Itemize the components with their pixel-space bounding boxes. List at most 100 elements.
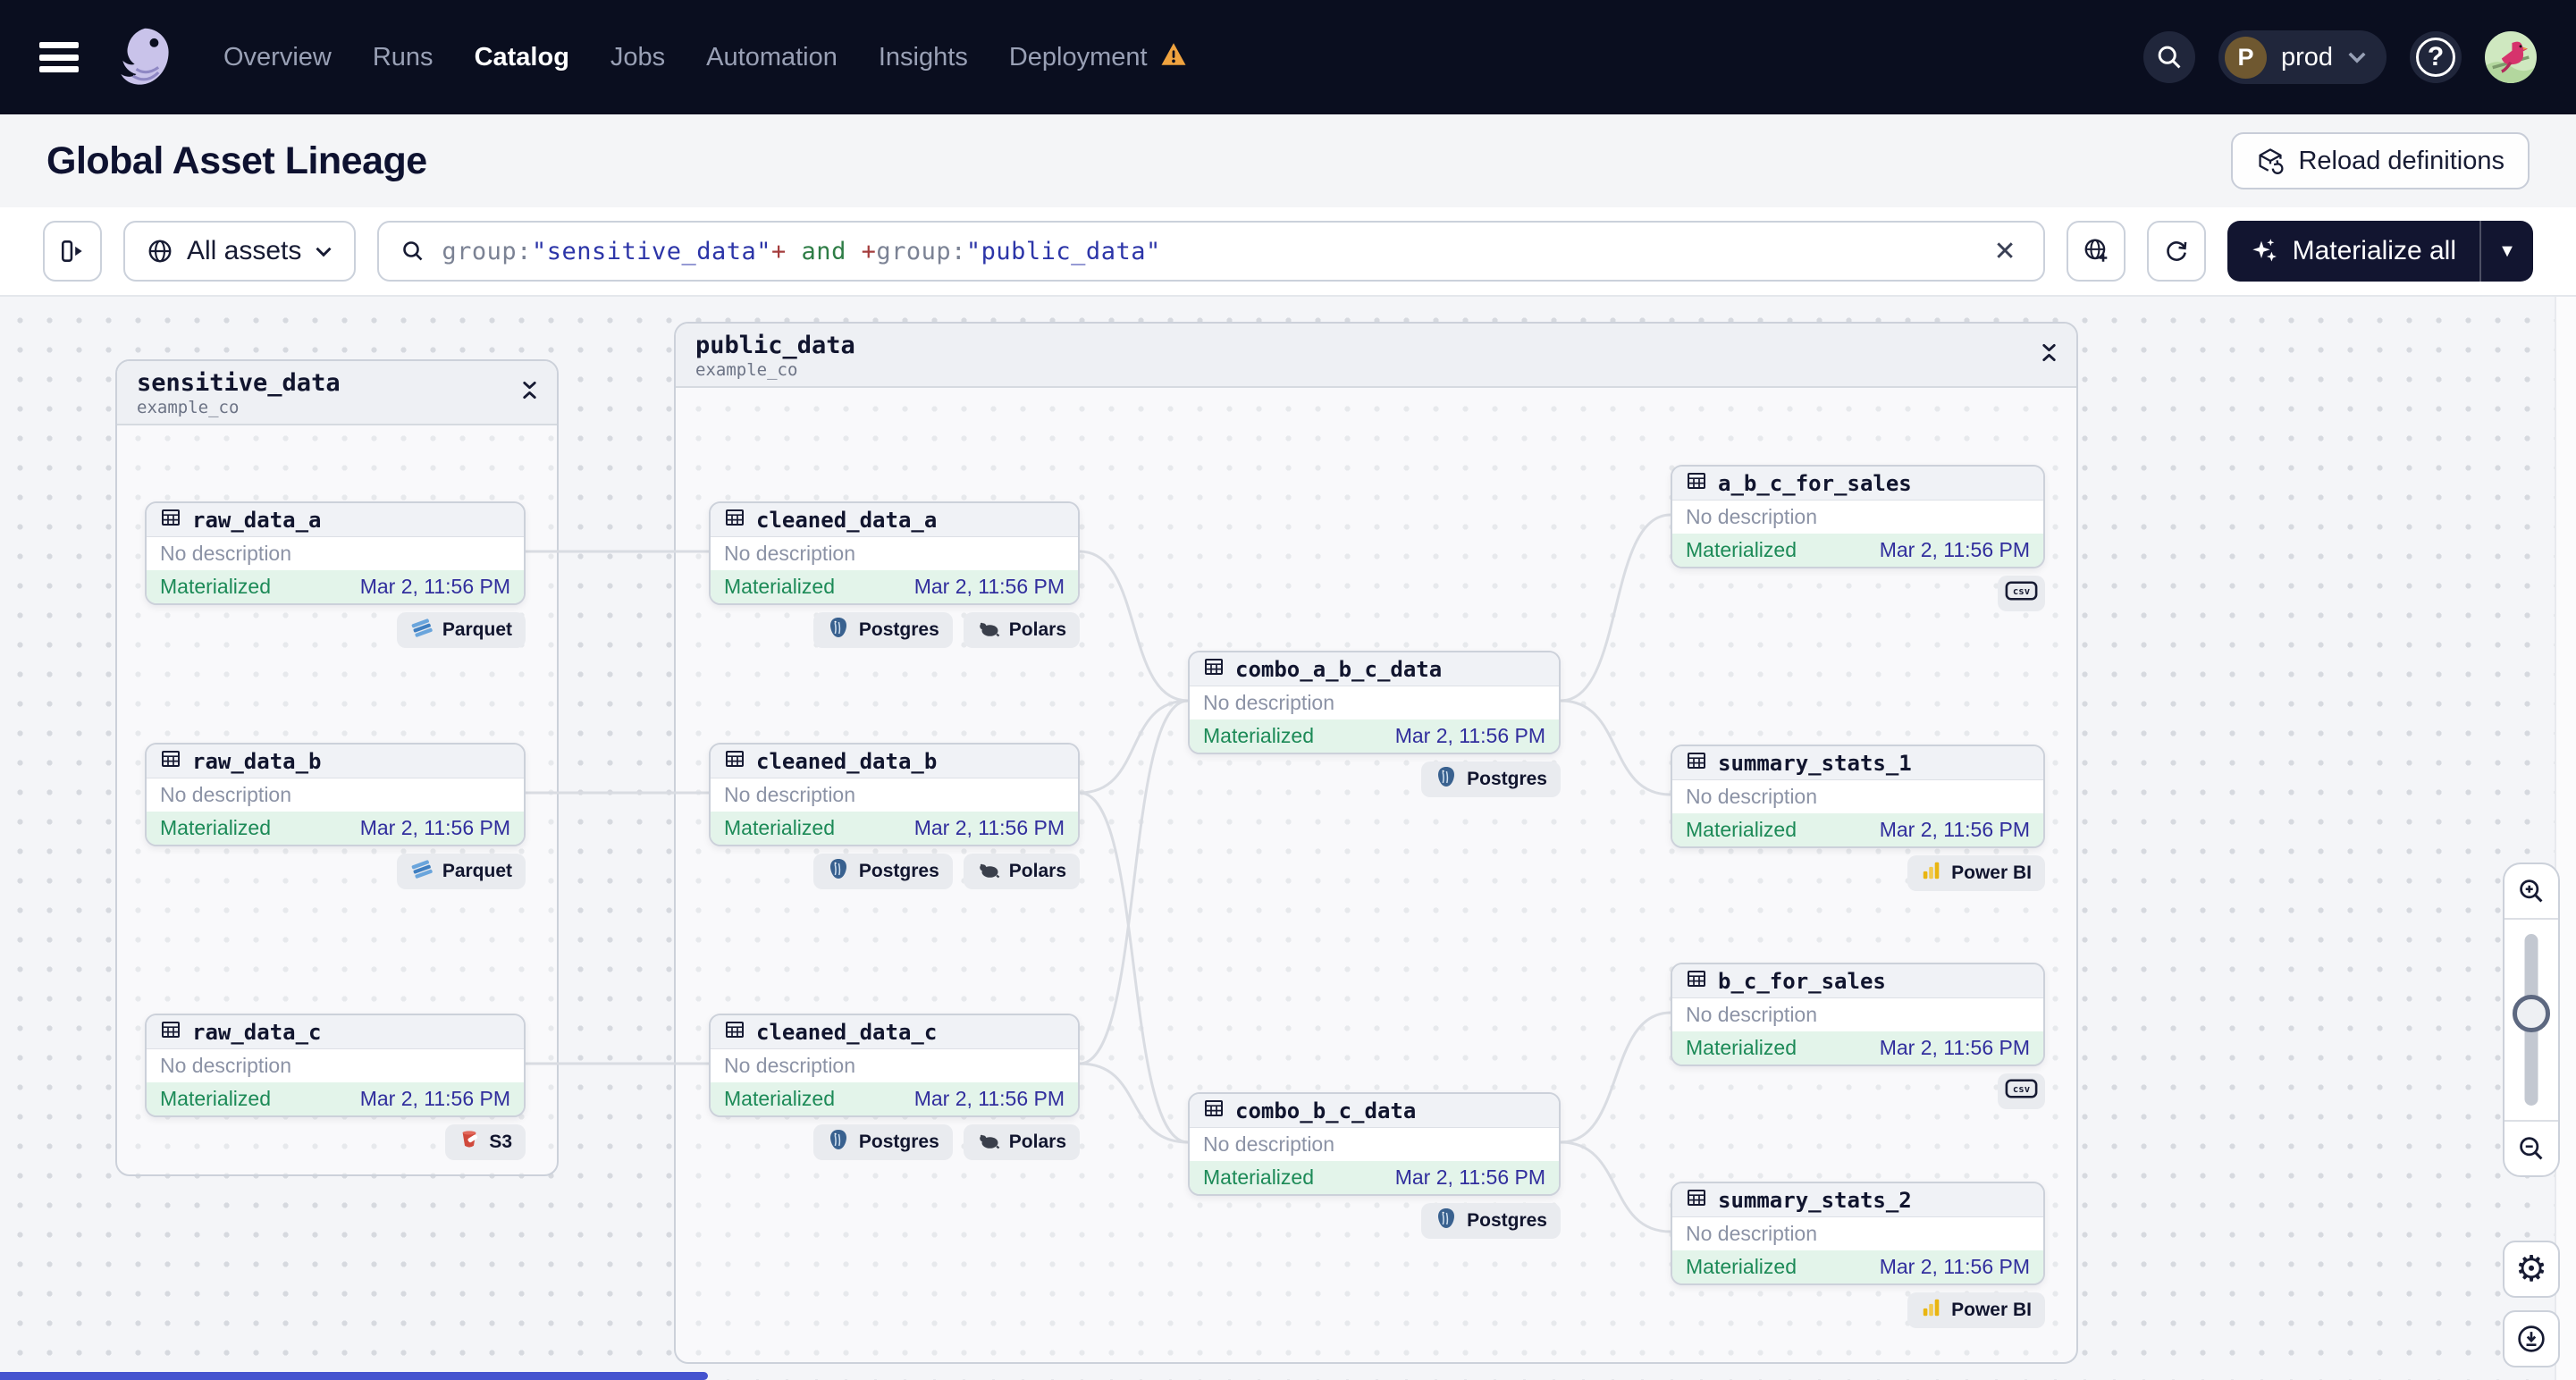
nav-item-jobs[interactable]: Jobs xyxy=(610,43,665,72)
zoom-in-button[interactable] xyxy=(2504,864,2558,918)
horizontal-scrollbar-thumb[interactable] xyxy=(0,1372,708,1380)
kind-badge-parquet[interactable]: Parquet xyxy=(396,854,526,889)
download-image-button[interactable] xyxy=(2503,1310,2560,1367)
nav-item-automation[interactable]: Automation xyxy=(706,43,838,72)
materialize-all-button[interactable]: Materialize all ▼ xyxy=(2227,221,2533,282)
create-catalog-view-button[interactable] xyxy=(2066,221,2126,282)
environment-switcher[interactable]: P prod xyxy=(2218,30,2387,84)
asset-node-header[interactable]: cleaned_data_b xyxy=(711,745,1078,778)
asset-description: No description xyxy=(724,1054,856,1077)
kind-badge-parquet[interactable]: Parquet xyxy=(396,612,526,648)
kind-badge-csv[interactable]: csv xyxy=(1998,1073,2045,1109)
materialize-all-main[interactable]: Materialize all xyxy=(2227,221,2479,282)
kind-badge-power-bi[interactable]: Power BI xyxy=(1907,1292,2045,1328)
warning-icon xyxy=(1160,42,1187,73)
page-title: Global Asset Lineage xyxy=(46,139,427,182)
status-badge: Materialized xyxy=(1686,1255,1797,1278)
kind-badge-postgres[interactable]: Postgres xyxy=(1421,762,1561,797)
kind-badge-postgres[interactable]: Postgres xyxy=(812,854,953,889)
nav-item-deployment[interactable]: Deployment xyxy=(1009,42,1187,73)
kind-badge-postgres[interactable]: Postgres xyxy=(812,612,953,648)
reload-definitions-button[interactable]: Reload definitions xyxy=(2231,132,2530,189)
help-button[interactable]: ? xyxy=(2410,31,2462,83)
asset-description: No description xyxy=(160,783,292,806)
collapse-group-icon[interactable] xyxy=(520,379,539,406)
zoom-slider[interactable] xyxy=(2504,920,2558,1120)
asset-node-header[interactable]: cleaned_data_c xyxy=(711,1015,1078,1049)
table-icon xyxy=(1686,470,1707,496)
clear-query-icon[interactable]: ✕ xyxy=(1993,236,2016,266)
asset-node-header[interactable]: raw_data_c xyxy=(147,1015,524,1049)
user-avatar[interactable] xyxy=(2485,31,2537,83)
collapse-group-icon[interactable] xyxy=(2040,341,2058,368)
zoom-out-button[interactable] xyxy=(2504,1122,2558,1175)
kind-badge-power-bi[interactable]: Power BI xyxy=(1907,855,2045,891)
nav-item-overview[interactable]: Overview xyxy=(223,43,332,72)
asset-node-header[interactable]: summary_stats_2 xyxy=(1672,1183,2043,1217)
kind-badge-s3[interactable]: S3 xyxy=(445,1124,526,1160)
materialization-timestamp: Mar 2, 11:56 PM xyxy=(1879,818,2030,841)
kind-badge-polars[interactable]: Polars xyxy=(963,1124,1080,1160)
asset-node-header[interactable]: combo_b_c_data xyxy=(1190,1094,1559,1128)
asset-node-header[interactable]: summary_stats_1 xyxy=(1672,746,2043,780)
dagster-logo-icon[interactable] xyxy=(111,23,179,91)
asset-node-header[interactable]: b_c_for_sales xyxy=(1672,964,2043,998)
nav-item-insights[interactable]: Insights xyxy=(879,43,968,72)
nav-item-runs[interactable]: Runs xyxy=(373,43,434,72)
asset-node-header[interactable]: a_b_c_for_sales xyxy=(1672,467,2043,501)
download-icon xyxy=(2518,1325,2545,1352)
status-badge: Materialized xyxy=(1686,538,1797,561)
asset-selection-input[interactable]: group:"sensitive_data"+ and +group:"publ… xyxy=(377,221,2045,282)
nav-item-catalog[interactable]: Catalog xyxy=(475,43,569,72)
svg-text:csv: csv xyxy=(2013,1083,2030,1095)
asset-node-header[interactable]: raw_data_b xyxy=(147,745,524,778)
open-side-panel-button[interactable] xyxy=(43,221,102,282)
nav-item-label: Automation xyxy=(706,42,838,72)
kind-badge-polars[interactable]: Polars xyxy=(963,854,1080,889)
kind-badge-csv[interactable]: csv xyxy=(1998,576,2045,611)
asset-node-header[interactable]: cleaned_data_a xyxy=(711,503,1078,537)
group-title: public_data xyxy=(695,332,855,359)
asset-node-header[interactable]: combo_a_b_c_data xyxy=(1190,652,1559,686)
zoom-slider-handle[interactable] xyxy=(2513,995,2550,1033)
nav-item-label: Insights xyxy=(878,42,968,72)
kind-badge-postgres[interactable]: Postgres xyxy=(1421,1203,1561,1239)
global-search-button[interactable] xyxy=(2142,31,2195,83)
materialize-options-caret[interactable]: ▼ xyxy=(2498,240,2516,261)
refresh-graph-button[interactable] xyxy=(2146,221,2206,282)
kind-badge-polars[interactable]: Polars xyxy=(963,612,1080,648)
hamburger-menu-icon[interactable] xyxy=(39,42,79,72)
search-icon xyxy=(2158,46,2181,69)
graph-settings-button[interactable]: ⚙ xyxy=(2503,1241,2560,1298)
kind-badge-postgres[interactable]: Postgres xyxy=(812,1124,953,1160)
postgres-icon xyxy=(1435,1207,1458,1235)
asset-node-header[interactable]: raw_data_a xyxy=(147,503,524,537)
asset-scope-filter[interactable]: All assets xyxy=(123,221,357,282)
